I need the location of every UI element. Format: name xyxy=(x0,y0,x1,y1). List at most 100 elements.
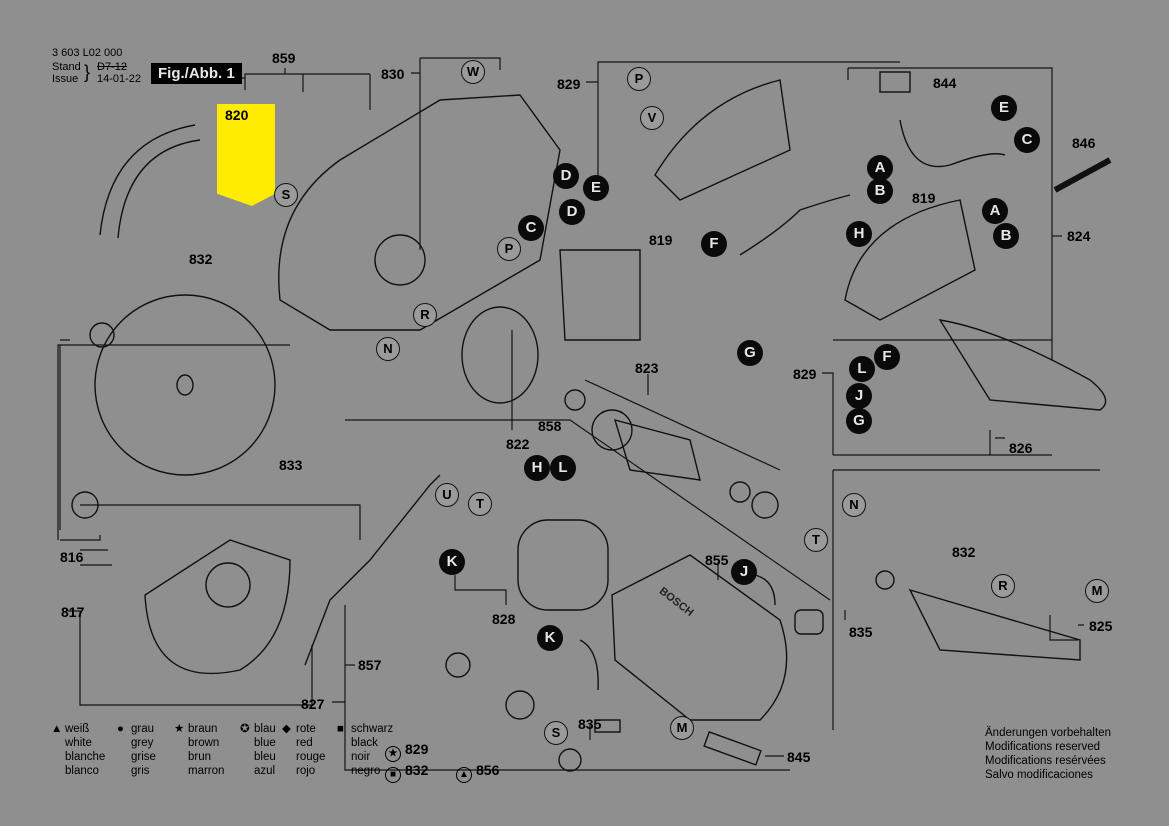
circle-icon: ● xyxy=(117,723,124,735)
part-number-822: 822 xyxy=(506,436,530,452)
connector-letter-l: L xyxy=(849,356,875,382)
part-number-855: 855 xyxy=(705,552,729,568)
brush-cap xyxy=(558,748,582,772)
leader-816 xyxy=(57,339,290,541)
handle-grip xyxy=(938,319,1107,411)
frame-lower-right xyxy=(832,469,1100,730)
legend-text: weiß xyxy=(65,723,90,735)
ref-letter-m: M xyxy=(1085,579,1109,603)
part-number-829: 829 xyxy=(793,366,817,382)
ref-letter-s: S xyxy=(544,721,568,745)
connector-letter-b: B xyxy=(867,178,893,204)
switch-cover xyxy=(559,249,641,341)
field-ring xyxy=(461,306,539,404)
wire-k xyxy=(579,639,599,691)
mods-fr: Modifications resérvées xyxy=(985,755,1106,767)
old-date: D7-12 xyxy=(97,61,127,73)
wiring-harness xyxy=(899,119,1006,168)
power-cable xyxy=(1053,157,1112,193)
brace: } xyxy=(84,62,91,82)
part-number-819: 819 xyxy=(912,190,936,206)
leader-859 xyxy=(170,68,371,110)
motor-housing xyxy=(611,554,788,721)
housing-bore xyxy=(374,234,426,286)
mods-es: Salvo modificaciones xyxy=(985,769,1094,781)
stand-label: Stand xyxy=(52,61,81,73)
side-handle xyxy=(908,588,1081,661)
carbon-brush xyxy=(594,719,621,733)
ref-letter-s: S xyxy=(274,183,298,207)
part-number-816: 816 xyxy=(60,549,84,565)
part-number-827: 827 xyxy=(301,696,325,712)
connector-letter-a: A xyxy=(982,198,1008,224)
leader-835 xyxy=(589,610,846,740)
figure-label: Fig./Abb. 1 xyxy=(151,63,242,84)
ref-letter-t: T xyxy=(804,528,828,552)
triangle-circle-icon: ▲ xyxy=(456,767,472,783)
connector-letter-f: F xyxy=(701,231,727,257)
label-plate-845 xyxy=(703,731,762,766)
part-number-825: 825 xyxy=(1089,618,1113,634)
legend-text: blanche xyxy=(65,751,106,763)
armature-fan xyxy=(591,409,633,451)
highlight-820 xyxy=(217,104,275,206)
leader-827 xyxy=(332,605,790,771)
part-number-844: 844 xyxy=(933,75,957,91)
key-856: ▲856 xyxy=(456,762,499,783)
handle-rear xyxy=(844,199,976,321)
connector-letter-b: B xyxy=(993,223,1019,249)
legend-text: marron xyxy=(188,765,225,777)
part-number-845: 845 xyxy=(787,749,811,765)
legend-text: rouge xyxy=(296,751,326,763)
square-icon: ■ xyxy=(337,723,344,735)
part-number-832: 832 xyxy=(189,251,213,267)
armature xyxy=(613,419,701,481)
part-number-846: 846 xyxy=(1072,135,1096,151)
legend-text: blau xyxy=(254,723,276,735)
ref-letter-p: P xyxy=(497,237,521,261)
part-number-824: 824 xyxy=(1067,228,1091,244)
part-number-829: 829 xyxy=(557,76,581,92)
bearing xyxy=(751,491,779,519)
ref-letter-v: V xyxy=(640,106,664,130)
connector-letter-k: K xyxy=(439,549,465,575)
ref-letter-p: P xyxy=(627,67,651,91)
leader-817 xyxy=(68,504,361,706)
diamond-icon: ◆ xyxy=(282,723,291,735)
key-856-value: 856 xyxy=(476,762,500,778)
legend-text: brun xyxy=(188,751,212,763)
ref-letter-n: N xyxy=(842,493,866,517)
leader-826 xyxy=(989,430,1005,455)
legend-text: blue xyxy=(254,737,276,749)
legend-text: grau xyxy=(131,723,155,735)
legend-text: noir xyxy=(351,751,371,763)
part-number-857: 857 xyxy=(358,657,382,673)
connector-letter-e: E xyxy=(991,95,1017,121)
part-number-833: 833 xyxy=(279,457,303,473)
leader-828 xyxy=(454,575,507,605)
part-number-820: 820 xyxy=(225,107,249,123)
connector-letter-l: L xyxy=(550,455,576,481)
connector-letter-k: K xyxy=(537,625,563,651)
leader-825 xyxy=(1049,615,1084,641)
legend-text: bleu xyxy=(254,751,276,763)
part-number-859: 859 xyxy=(272,50,296,66)
key-832-value: 832 xyxy=(405,762,429,778)
legend-text: white xyxy=(65,737,92,749)
main-housing xyxy=(278,94,561,331)
legend-text: azul xyxy=(254,765,276,777)
bearing xyxy=(445,652,471,678)
brush-holder xyxy=(794,609,824,635)
connector-letter-g: G xyxy=(846,408,872,434)
lever-arm xyxy=(304,474,441,666)
saw-blade xyxy=(94,294,276,476)
legend-text: grey xyxy=(131,737,154,749)
flange xyxy=(89,322,115,348)
wire-j xyxy=(754,574,776,606)
ref-letter-u: U xyxy=(435,483,459,507)
frame-lower-mid xyxy=(345,419,831,601)
connector-letter-c: C xyxy=(518,215,544,241)
